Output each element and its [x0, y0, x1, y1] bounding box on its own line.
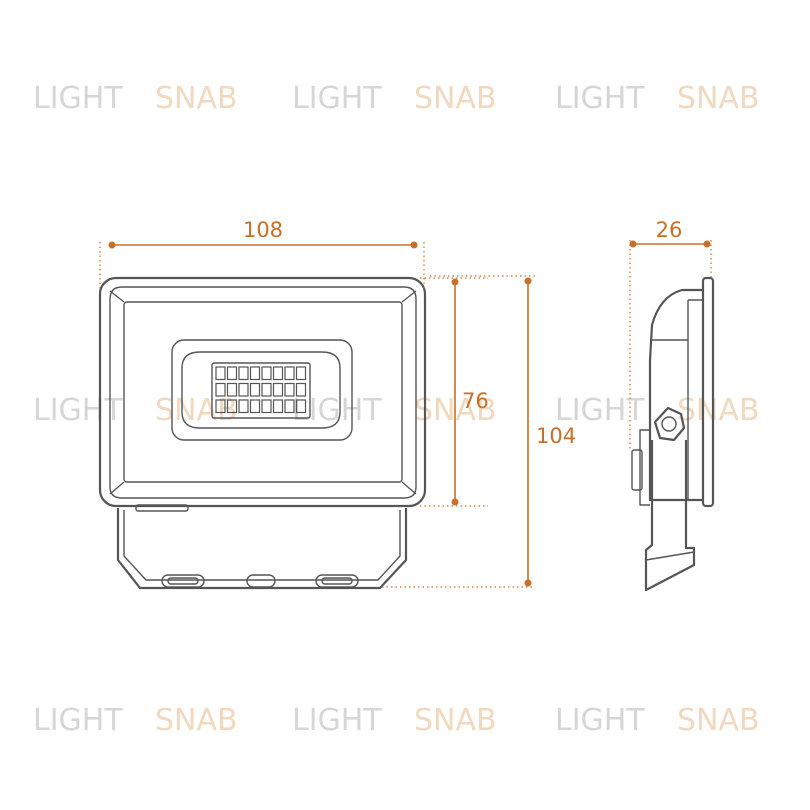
- dim-arrow: [524, 579, 532, 587]
- dimension-lines: 108 76 104 26: [99, 218, 712, 588]
- watermark-light: LIGHT: [33, 81, 123, 116]
- front-view: [98, 276, 427, 590]
- mount-slot-left-inner: [167, 577, 199, 585]
- bevel-corner: [109, 481, 125, 495]
- hinge-nut: [653, 406, 686, 442]
- side-housing: [648, 288, 703, 502]
- base-tab: [135, 504, 189, 512]
- led-cell: [284, 382, 295, 397]
- dim-arrow: [410, 241, 418, 249]
- bevel-corner: [109, 290, 125, 303]
- led-cell: [295, 399, 307, 414]
- watermark-light: LIGHT: [555, 393, 645, 428]
- led-cell: [249, 382, 261, 397]
- watermark-snab: SNAB: [677, 393, 760, 428]
- dim-arrow: [703, 240, 711, 248]
- bevel-corner: [401, 481, 417, 495]
- watermark-snab: SNAB: [414, 703, 497, 738]
- led-board: [211, 362, 311, 419]
- frame-outer: [98, 276, 427, 508]
- led-cell: [215, 399, 226, 414]
- reflector-inner: [181, 351, 341, 429]
- dim-arrow: [451, 278, 459, 286]
- watermark-light: LIGHT: [33, 703, 123, 738]
- watermarks: LIGHT SNAB LIGHT SNAB LIGHT SNAB LIGHT S…: [33, 81, 760, 738]
- mount-slot-left: [161, 574, 205, 588]
- side-bracket: [644, 440, 696, 592]
- watermark-light: LIGHT: [33, 393, 123, 428]
- led-cell: [261, 382, 272, 397]
- bracket-edge: [645, 551, 695, 561]
- watermark-light: LIGHT: [555, 81, 645, 116]
- side-step: [639, 339, 688, 506]
- led-cell: [295, 366, 307, 381]
- led-module: [171, 339, 353, 441]
- lens-panel: [123, 301, 403, 483]
- watermark-snab: SNAB: [677, 703, 760, 738]
- mount-slot-right: [315, 574, 359, 588]
- led-cell: [272, 366, 284, 381]
- dim-arrow: [108, 241, 116, 249]
- led-cell: [272, 382, 284, 397]
- watermark-snab: SNAB: [677, 81, 760, 116]
- led-cell: [215, 366, 226, 381]
- led-cell: [238, 399, 249, 414]
- watermark-snab: SNAB: [155, 81, 238, 116]
- led-cell: [226, 366, 238, 381]
- dim-label-total-height: 104: [536, 424, 576, 448]
- side-view: [631, 276, 715, 592]
- watermark-snab: SNAB: [155, 393, 238, 428]
- led-cell: [249, 399, 261, 414]
- side-fin: [687, 299, 703, 500]
- reflector-outer: [171, 339, 353, 441]
- led-cell: [238, 366, 249, 381]
- bevel-corner: [401, 290, 417, 303]
- led-cell: [226, 382, 238, 397]
- dim-label-depth: 26: [656, 218, 683, 242]
- watermark-snab: SNAB: [414, 81, 497, 116]
- led-cell: [261, 366, 272, 381]
- led-cell: [284, 399, 295, 414]
- side-front-plate: [701, 276, 715, 508]
- led-cell: [261, 399, 272, 414]
- led-cell: [238, 382, 249, 397]
- dim-label-face-height: 76: [462, 389, 489, 413]
- led-cell: [272, 399, 284, 414]
- led-cell: [295, 382, 307, 397]
- base-inner: [123, 510, 401, 581]
- led-cell: [284, 366, 295, 381]
- led-array: [215, 366, 307, 414]
- dim-label-width: 108: [243, 218, 283, 242]
- dim-arrow: [524, 277, 532, 285]
- led-cell: [249, 366, 261, 381]
- led-cell: [226, 399, 238, 414]
- base-outline: [116, 508, 408, 590]
- dim-arrow: [629, 240, 637, 248]
- dim-arrow: [451, 498, 459, 506]
- watermark-light: LIGHT: [555, 703, 645, 738]
- mount-slot-right-inner: [321, 577, 353, 585]
- mounting-base: [116, 504, 408, 590]
- side-latch: [631, 449, 643, 491]
- hinge-bolt: [661, 416, 677, 432]
- mount-hole-center: [246, 574, 276, 588]
- watermark-light: LIGHT: [292, 81, 382, 116]
- led-cell: [215, 382, 226, 397]
- watermark-snab: SNAB: [155, 703, 238, 738]
- watermark-light: LIGHT: [292, 703, 382, 738]
